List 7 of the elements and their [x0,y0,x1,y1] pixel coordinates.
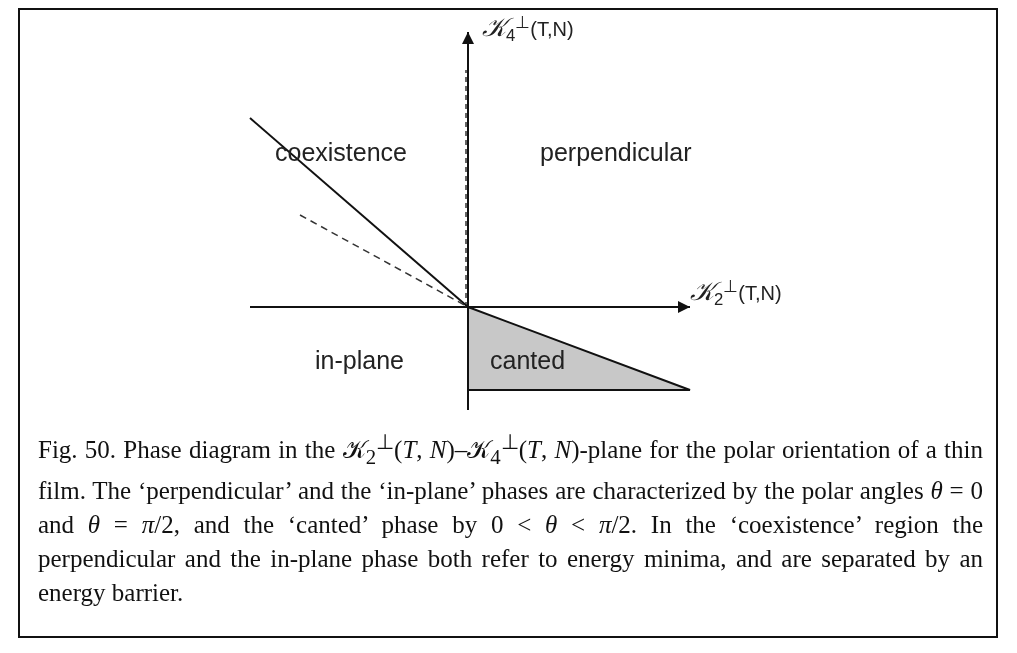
canted-region [467,305,691,391]
axis-label: 𝒦$_{4}$$^{⊥}$(T,N) [482,12,574,46]
region-label: perpendicular [540,138,692,167]
figure-caption: Fig. 50. Phase diagram in the 𝒦$_{2}$$^{⊥}$(T, N)–𝒦$_{4}$$^{⊥}$(T, N)-plane for the polar orientation of a thin film. The ‘perpendicular’ and the ‘in-plane’ phases are characterized by the polar angles θ = 0 and θ = π/2, and the ‘canted’ phase by 0 < θ < π/2. In the ‘coexistence’ region the perpendicular and the in-plane phase both refer to energy minima, and are separated by an energy barrier. [38,429,983,609]
region-label: in-plane [315,346,404,375]
region-label: canted [490,346,566,375]
axis-label: 𝒦$_{2}$$^{⊥}$(T,N) [690,276,782,310]
